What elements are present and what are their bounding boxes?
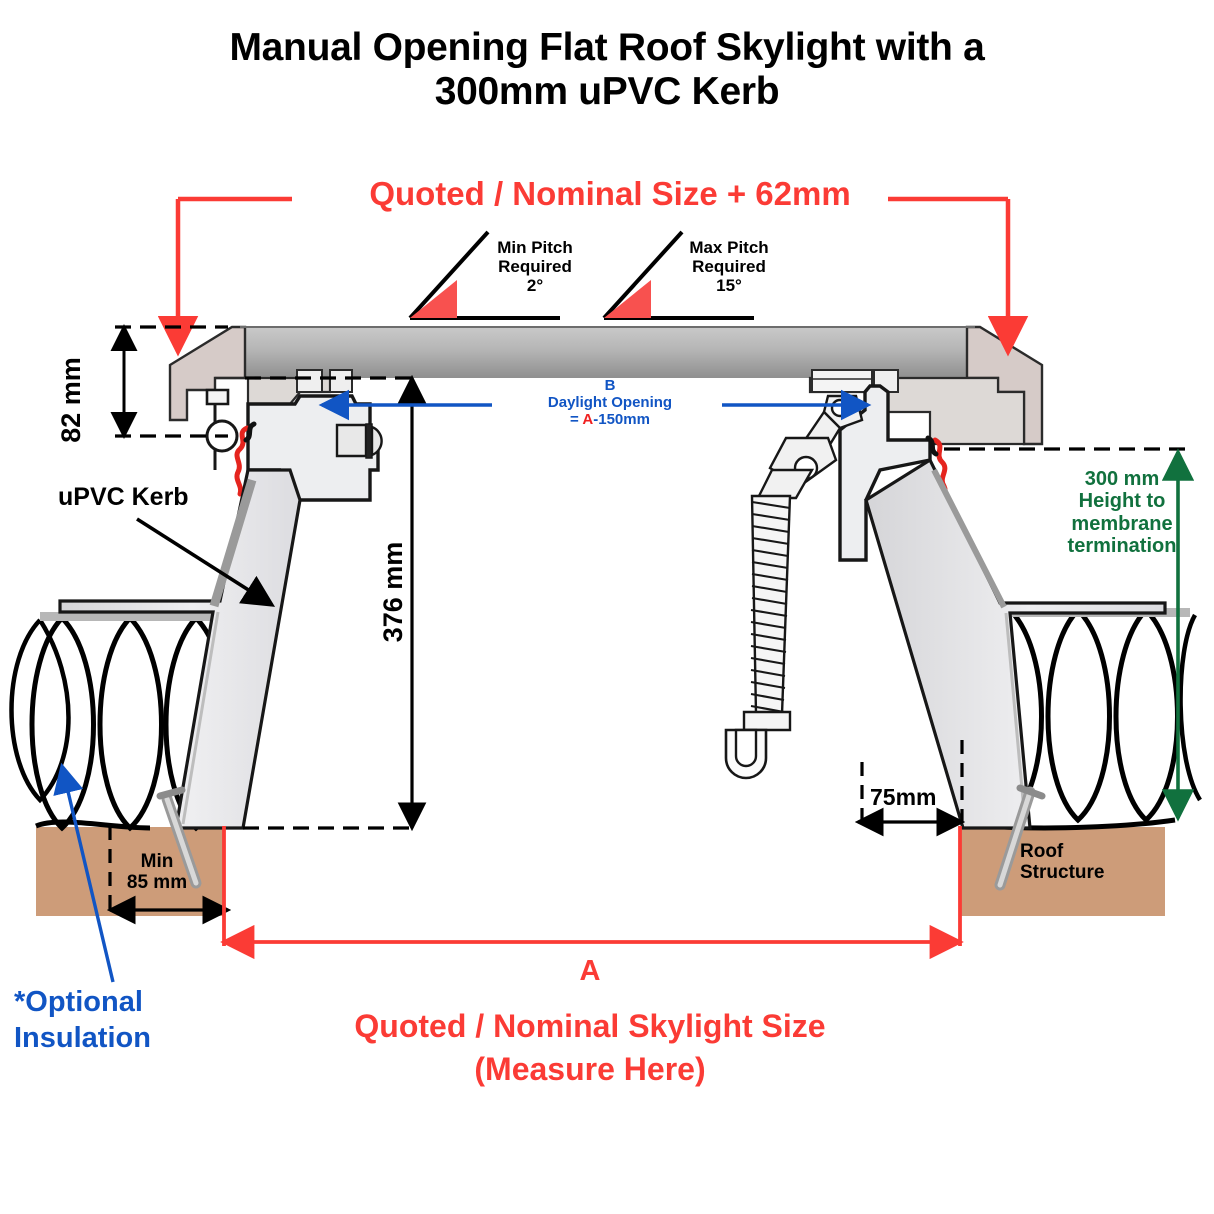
dim-75mm	[854, 740, 966, 837]
dim-A-nominal-size	[220, 826, 964, 960]
pitch-diagram-max	[602, 230, 754, 320]
leader-optional-insulation	[53, 762, 115, 983]
dim-label-82mm: 82 mm	[56, 357, 86, 443]
membrane-left	[40, 612, 270, 621]
fixing-screw-left	[156, 786, 202, 889]
dim-label-376mm: 376 mm	[378, 541, 408, 643]
bottom-measure-note: Quoted / Nominal Skylight Size(Measure H…	[354, 1008, 826, 1088]
upvc-kerb-callout: uPVC Kerb	[58, 483, 189, 511]
fixing-screw-right	[994, 784, 1046, 891]
dim-82mm	[110, 324, 228, 439]
top-dimension-label: Quoted / Nominal Size + 62mm	[369, 175, 851, 212]
pitch-diagram-min	[408, 230, 560, 320]
dim-label-min-85mm: Min 85 mm	[126, 851, 188, 894]
threaded-spindle	[724, 494, 792, 780]
leader-upvc-kerb	[136, 517, 276, 607]
dim-label-75mm: 75mm	[870, 784, 937, 810]
glazing-unit	[168, 325, 1044, 446]
dim-376mm	[243, 374, 427, 832]
membrane-height-callout: 300 mm Height to membrane termination	[1067, 468, 1177, 558]
page-title: Manual Opening Flat Roof Skylight with a…	[229, 26, 985, 113]
dim-300mm-membrane	[944, 447, 1195, 822]
optional-insulation-callout: *Optional Insulation	[14, 986, 151, 1055]
roof-structure-callout: Roof Structure	[1020, 841, 1105, 884]
roof-structure-right	[960, 827, 1165, 916]
sash-profile-right	[808, 369, 1026, 562]
sash-profile-left	[205, 369, 383, 502]
dim-min-85mm	[106, 826, 232, 925]
dim-label-A: A	[579, 955, 601, 987]
upvc-kerb-left	[58, 468, 302, 830]
